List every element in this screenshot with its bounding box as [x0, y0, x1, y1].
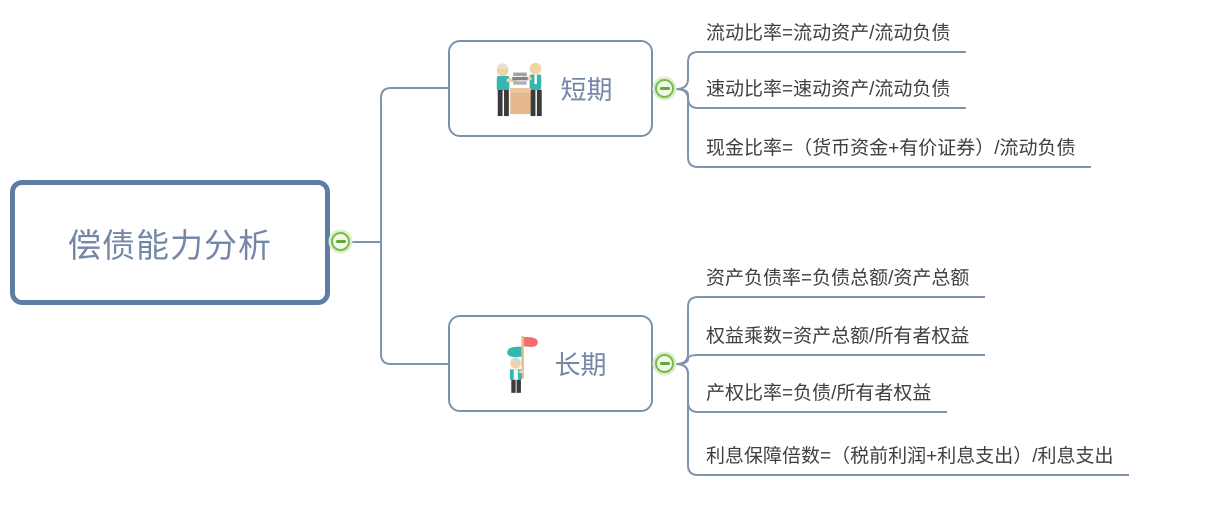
- leaf-topic-debt-asset-ratio[interactable]: 资产负债率=负债总额/资产总额: [696, 266, 986, 298]
- leaf-topic-interest-coverage[interactable]: 利息保障倍数=（税前利润+利息支出）/利息支出: [696, 444, 1130, 476]
- collapse-button-root[interactable]: [331, 232, 350, 251]
- minus-icon: [659, 87, 670, 90]
- collapse-button-short-term[interactable]: [655, 79, 674, 98]
- root-topic-label: 偿债能力分析: [68, 226, 272, 264]
- branch-topic-long-term[interactable]: 长期: [448, 315, 653, 412]
- leaf-topic-quick-ratio[interactable]: 速动比率=速动资产/流动负债: [696, 77, 967, 109]
- connector-trunk-long: [380, 242, 448, 365]
- minus-icon: [335, 240, 346, 243]
- collapse-button-long-term[interactable]: [655, 354, 674, 373]
- person-flags-icon: [507, 335, 539, 393]
- connector-trunk-short: [380, 87, 448, 242]
- leaf-topic-current-ratio[interactable]: 流动比率=流动资产/流动负债: [696, 21, 967, 53]
- branch-short-term-label: 短期: [560, 75, 613, 105]
- leaf-topic-equity-multiplier[interactable]: 权益乘数=资产总额/所有者权益: [696, 324, 986, 356]
- leaf-topic-cash-ratio[interactable]: 现金比率=（货币资金+有价证券）/流动负债: [696, 136, 1092, 168]
- connector-short-leaf3: [665, 88, 704, 168]
- branch-topic-short-term[interactable]: 短期: [448, 40, 653, 137]
- branch-long-term-label: 长期: [554, 350, 607, 380]
- root-topic[interactable]: 偿债能力分析: [10, 180, 330, 305]
- minus-icon: [659, 362, 670, 365]
- leaf-topic-property-ratio[interactable]: 产权比率=负债/所有者权益: [696, 381, 948, 413]
- connector-long-leaf4: [665, 363, 704, 476]
- meeting-people-icon: [497, 62, 543, 116]
